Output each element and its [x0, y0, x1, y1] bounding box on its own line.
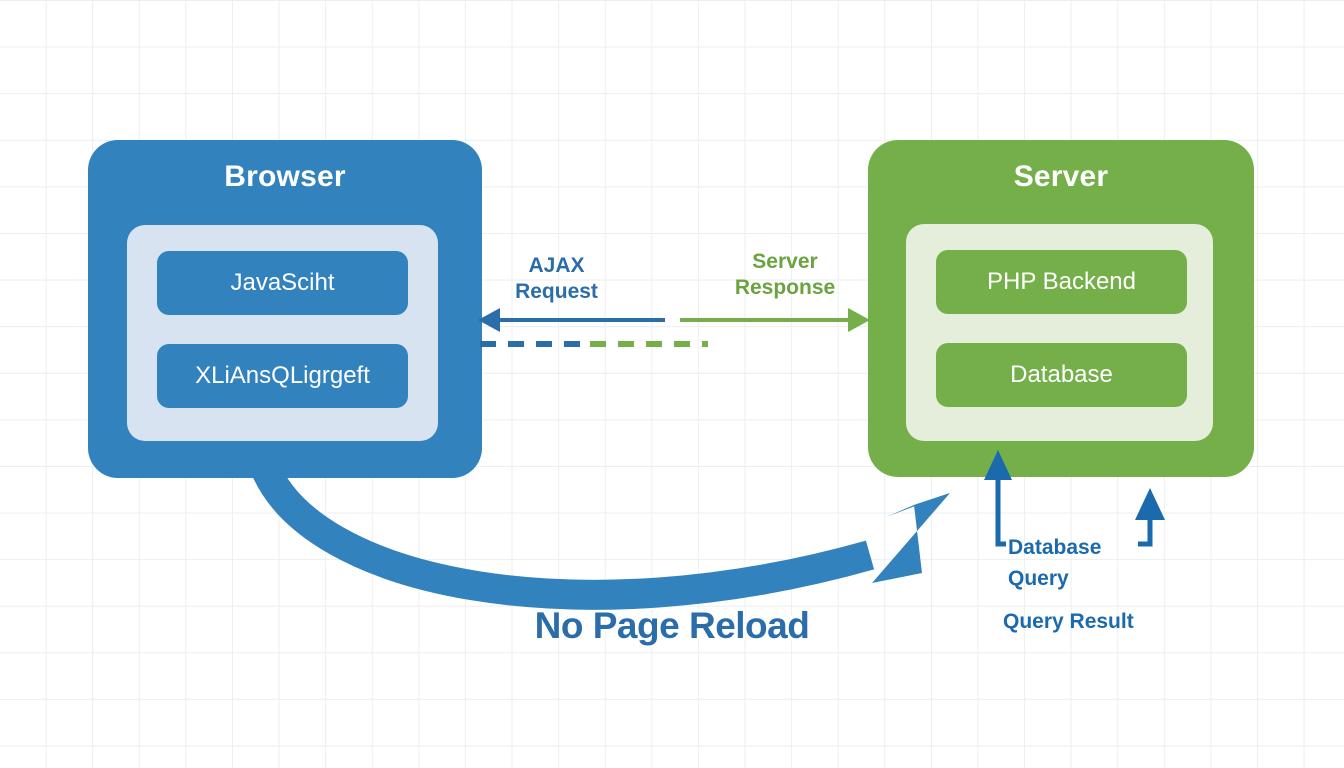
- server-response-arrow: [680, 308, 870, 332]
- browser-item-javascript[interactable]: JavaSciht: [157, 251, 408, 315]
- no-page-reload-arrow: [250, 459, 950, 610]
- browser-node[interactable]: Browser JavaSciht XLiAnsQLigrgeft: [88, 140, 482, 478]
- server-node-title: Server: [1013, 160, 1109, 193]
- query-result-label: Query Result: [1003, 610, 1134, 633]
- no-page-reload-label: No Page Reload: [534, 605, 810, 646]
- database-query-arrow: [984, 450, 1012, 547]
- query-result-arrow: [1135, 488, 1165, 547]
- middle-connectors: [478, 308, 870, 347]
- browser-inner-panel: JavaSciht XLiAnsQLigrgeft: [127, 225, 438, 441]
- browser-node-title: Browser: [224, 160, 346, 193]
- ajax-request-arrow: [478, 308, 665, 332]
- server-response-label: Server Response: [734, 250, 836, 299]
- server-inner-panel: PHP Backend Database: [906, 224, 1213, 441]
- server-node[interactable]: Server PHP Backend Database: [868, 140, 1254, 477]
- ajax-request-label: AJAX Request: [515, 254, 598, 303]
- database-query-label: Database Query: [1008, 536, 1102, 590]
- server-item-database[interactable]: Database: [936, 343, 1187, 407]
- browser-item-xmlhttprequest[interactable]: XLiAnsQLigrgeft: [157, 344, 408, 408]
- database-connectors: [984, 450, 1165, 547]
- server-item-php-backend[interactable]: PHP Backend: [936, 250, 1187, 314]
